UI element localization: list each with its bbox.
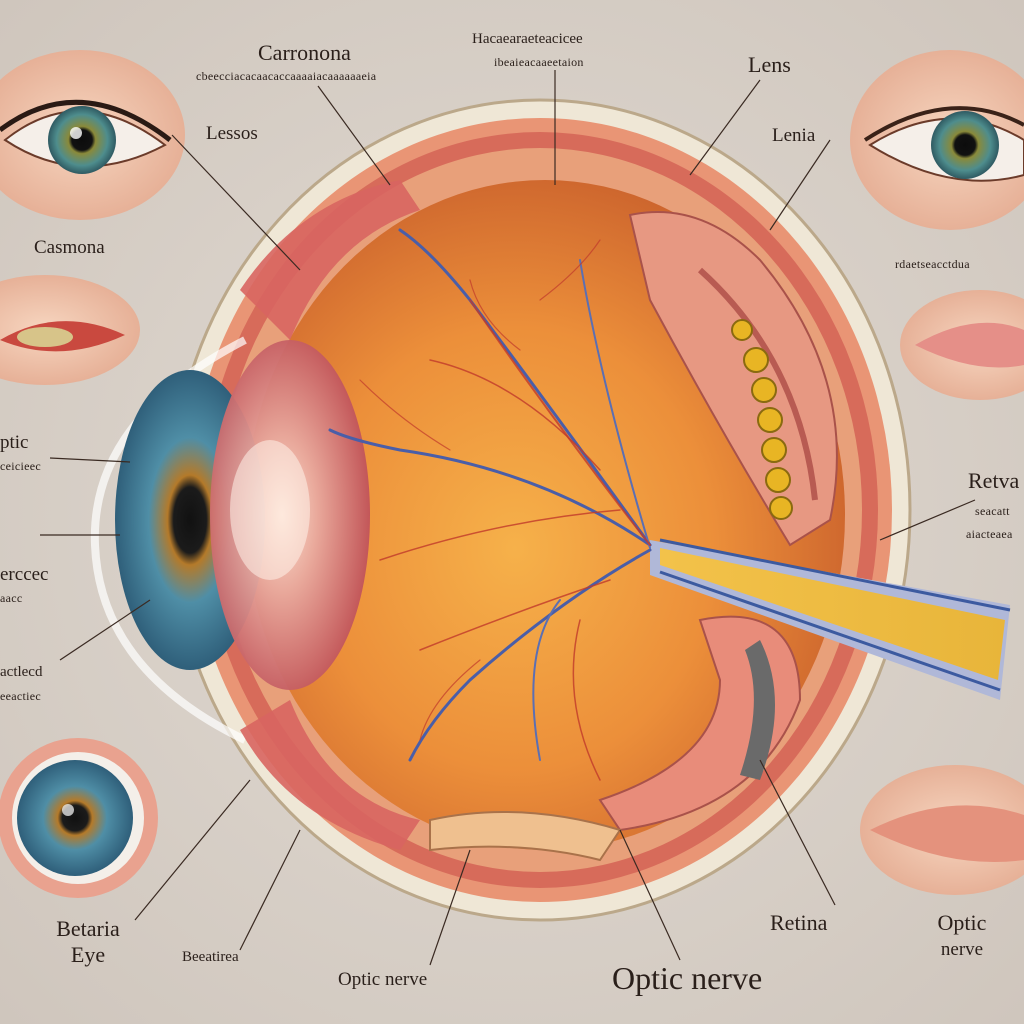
label-bottom-eye2: Eye [70, 942, 106, 967]
eye-thumbnail-mid-left [0, 275, 140, 385]
label-left-mid: erccec [0, 564, 49, 585]
label-top-cornea: Carronona [258, 40, 351, 65]
retinal-blood-vessels [328, 228, 652, 781]
label-optic-right2: nerve [940, 939, 984, 960]
label-left-mid-sub: aacc [0, 591, 23, 605]
label-optic-nerve-small: Optic nerve [338, 969, 428, 990]
leader-lines [40, 70, 976, 966]
label-bottom-small: Beeatirea [182, 949, 239, 965]
label-retina: Retina [770, 910, 828, 935]
label-lens-top: Lens [748, 52, 791, 77]
label-retna-sub1: seacatt [975, 504, 1010, 518]
eye-thumbnail-mid-right [900, 290, 1024, 400]
eyeball-cross-section [90, 98, 1011, 922]
label-optic-nerve-big: Optic nerve [612, 960, 763, 996]
label-top-middle-sub: ibeaieacaaeetaion [494, 55, 584, 69]
label-bottom-eye1: Betaria [56, 916, 120, 941]
label-left-low: actlecd [0, 664, 43, 680]
label-optic-right1: Optic [937, 910, 987, 935]
label-retna-sub2: aiacteaea [966, 527, 1013, 541]
label-optic-left: ptic [0, 432, 29, 453]
label-top-middle: Hacaearaeteacicee [472, 31, 583, 47]
label-lenia: Lenia [772, 125, 816, 146]
ciliary-processes [731, 319, 793, 520]
eye-thumbnail-bottom-right [860, 765, 1024, 895]
label-lesses: Lessos [206, 123, 258, 144]
label-top-cornea-sub: cbeecciacacaacaccaaaaiacaaaaaaeia [196, 69, 377, 83]
label-left-low-sub: eeactiec [0, 689, 42, 703]
label-left-cornea: Casmona [34, 237, 105, 258]
label-optic-left-sub: ceicieec [0, 459, 42, 473]
label-retna: Retva [968, 468, 1020, 493]
eye-thumbnail-bottom-left [0, 738, 158, 898]
label-right-small: rdaetseacctdua [895, 257, 970, 271]
eye-thumbnail-top-right [850, 50, 1024, 230]
eye-thumbnail-top-left [0, 50, 185, 220]
